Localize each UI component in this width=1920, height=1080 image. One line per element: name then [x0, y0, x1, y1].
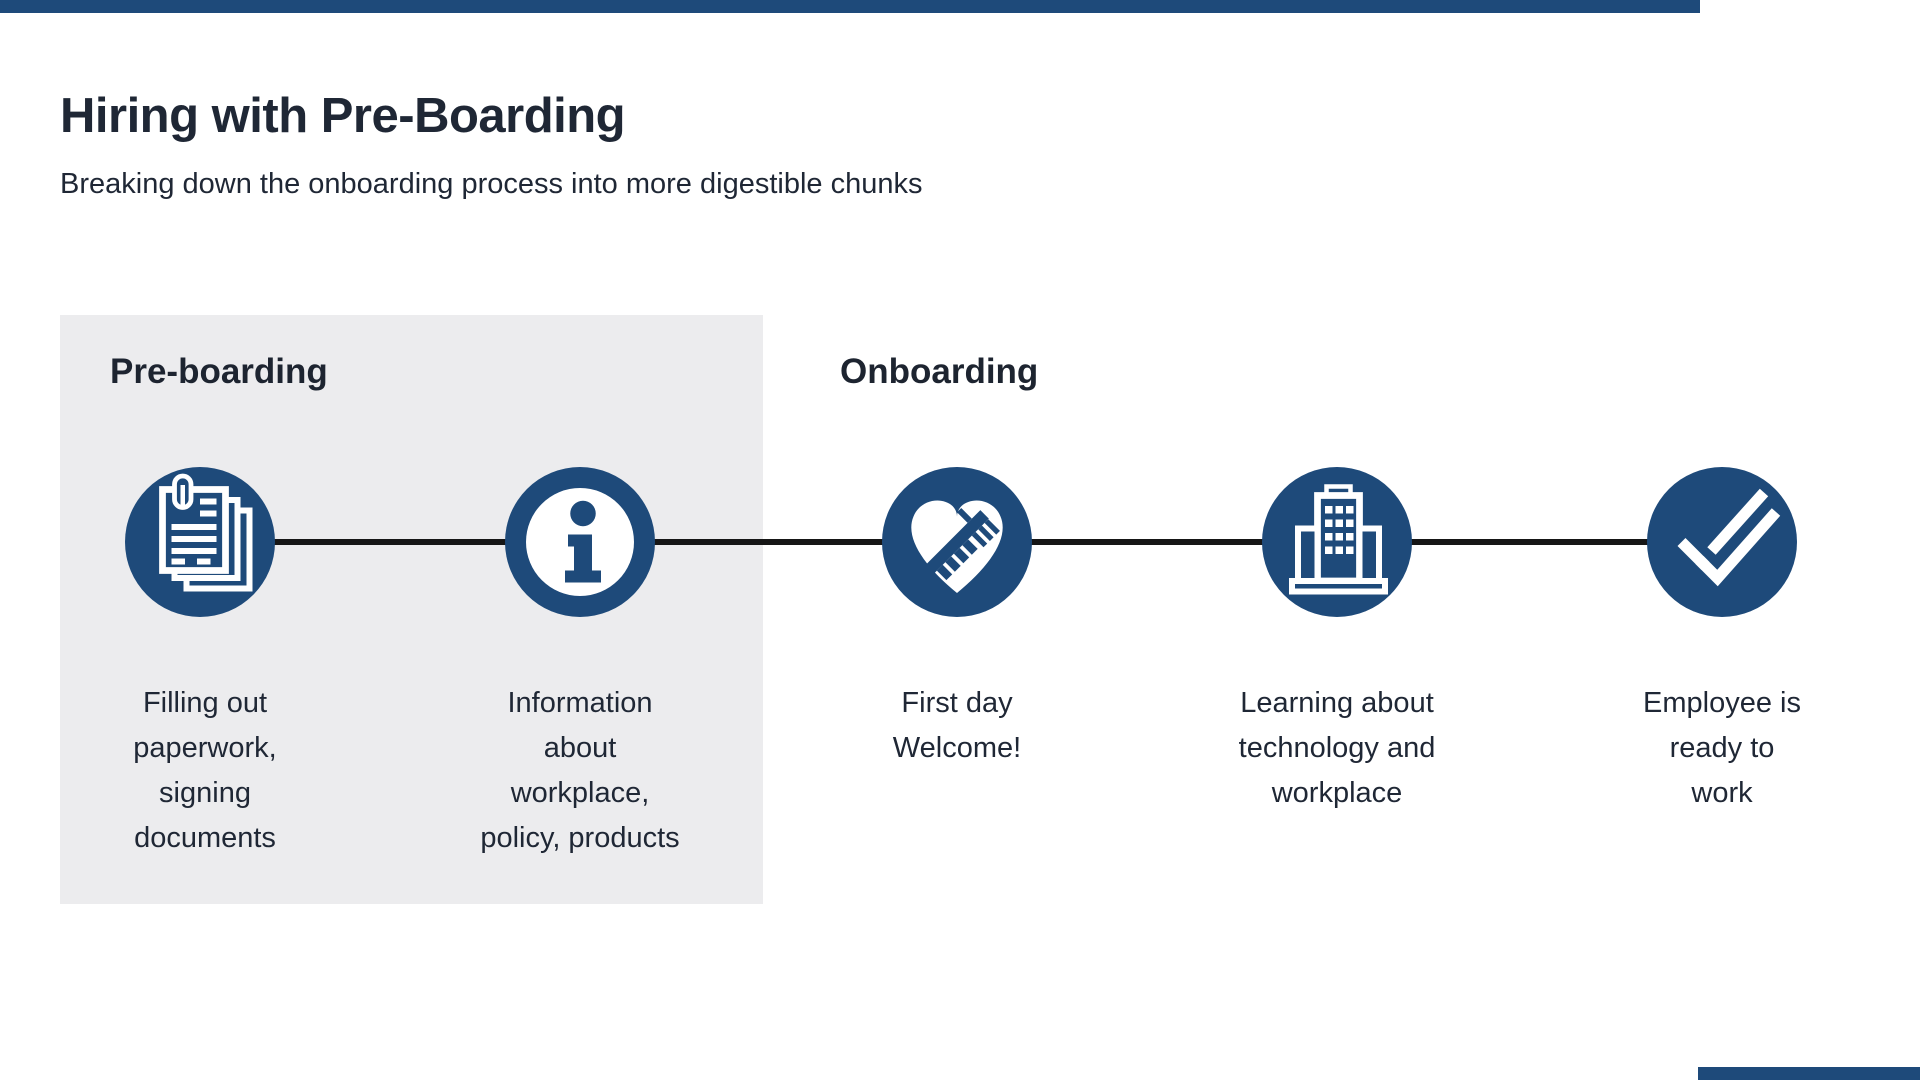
step-caption-welcome: First day Welcome! — [892, 687, 1022, 764]
section-label-onboarding: Onboarding — [840, 352, 1039, 391]
step-caption-ready: Employee is ready to work — [1643, 687, 1801, 809]
step-node-information — [505, 467, 655, 617]
info-icon — [526, 488, 634, 596]
handshake-heart-icon — [911, 500, 1003, 593]
step-caption-learning: Learning about technology and workplace — [1238, 687, 1436, 809]
office-building-icon — [1289, 484, 1388, 595]
double-checkmark-icon — [1677, 488, 1781, 587]
page-title: Hiring with Pre-Boarding — [60, 89, 626, 143]
step-node-learning — [1262, 467, 1412, 617]
step-caption-information: Information about workplace, policy, pro… — [480, 687, 680, 854]
documents-paperclip-icon — [159, 473, 253, 592]
step-node-paperwork — [125, 467, 275, 617]
step-caption-paperwork: Filling out paperwork, signing documents — [133, 687, 277, 854]
top-accent-bar — [0, 0, 1700, 13]
page-subtitle: Breaking down the onboarding process int… — [60, 168, 923, 200]
bottom-accent-bar — [1698, 1067, 1920, 1080]
step-node-welcome — [882, 467, 1032, 617]
step-node-ready — [1647, 467, 1797, 617]
section-label-preboarding: Pre-boarding — [110, 352, 328, 391]
